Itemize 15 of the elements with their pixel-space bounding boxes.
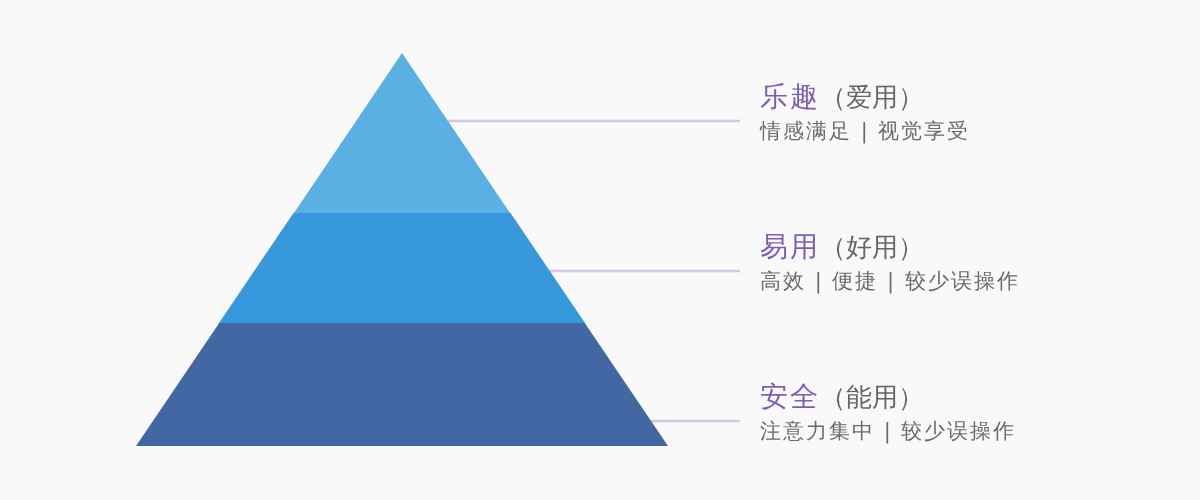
level-subtitle: （好用） (820, 232, 924, 262)
leader-line (448, 119, 740, 123)
pyramid-band (136, 323, 668, 446)
level-subtitle: （爱用） (820, 82, 924, 112)
leader-line (651, 419, 740, 423)
level-description: 情感满足 | 视觉享受 (760, 118, 972, 146)
level-description: 高效 | 便捷 | 较少误操作 (760, 268, 1021, 296)
level-description: 注意力集中 | 较少误操作 (760, 418, 1018, 446)
pyramid-band (294, 53, 510, 213)
level-title: 易用 (760, 230, 820, 263)
level-title: 安全 (760, 380, 820, 413)
leader-line (549, 269, 740, 273)
level-title: 乐趣 (760, 80, 820, 113)
level-subtitle: （能用） (820, 382, 924, 412)
pyramid-band (219, 213, 585, 323)
